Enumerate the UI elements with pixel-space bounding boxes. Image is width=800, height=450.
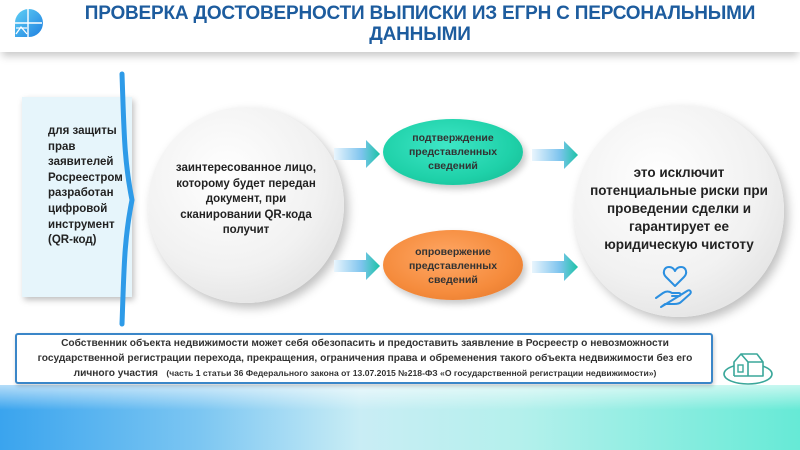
outcome-line: опровержение — [415, 246, 491, 258]
result-line: юридическую чистоту — [604, 237, 754, 252]
page-title: ПРОВЕРКА ДОСТОВЕРНОСТИ ВЫПИСКИ ИЗ ЕГРН С… — [60, 3, 780, 45]
arrow-right-icon — [532, 253, 578, 281]
rosreestr-logo-icon — [14, 9, 43, 37]
center-line: которому будет передан — [176, 177, 316, 190]
result-line: это исключит — [633, 165, 725, 180]
left-line: заявителей — [48, 156, 114, 169]
left-line: Росреестром — [48, 171, 123, 184]
left-line: инструмент — [48, 218, 115, 231]
legal-note-box — [15, 333, 713, 384]
note-line-2: государственной регистрации перехода, пр… — [37, 353, 693, 364]
outcome-line: представленных — [408, 146, 498, 158]
arrow-right-icon — [334, 140, 380, 168]
refutation-text: опровержение представленных сведений — [383, 245, 523, 287]
center-line: сканировании QR-кода — [180, 208, 312, 221]
left-info-box — [22, 97, 132, 297]
heart-in-hand-icon — [655, 266, 692, 308]
header: ПРОВЕРКА ДОСТОВЕРНОСТИ ВЫПИСКИ ИЗ ЕГРН С… — [0, 0, 800, 52]
result-line: гарантирует ее — [628, 219, 730, 234]
left-info-text: для защиты прав заявителей Росреестром р… — [48, 124, 128, 249]
result-line: потенциальные риски при — [590, 183, 768, 198]
left-line: (QR-код) — [48, 234, 97, 247]
arrow-right-icon — [334, 252, 380, 280]
center-line: документ, при — [205, 193, 287, 205]
legal-note-text: Собственник объекта недвижимости может с… — [20, 336, 710, 381]
left-line: для защиты — [48, 125, 117, 137]
outcome-line: сведений — [428, 274, 478, 286]
outcome-line: сведений — [428, 160, 478, 172]
note-line-1: Собственник объекта недвижимости может с… — [61, 338, 669, 349]
note-line-3-main: личного участия — [73, 368, 158, 379]
title-line-1: ПРОВЕРКА ДОСТОВЕРНОСТИ ВЫПИСКИ ИЗ ЕГРН С… — [84, 3, 756, 24]
center-line: заинтересованное лицо, — [175, 162, 317, 174]
title-line-2: ДАННЫМИ — [369, 24, 471, 45]
law-reference: (часть 1 статьи 36 Федерального закона о… — [166, 368, 657, 378]
result-circle-text: это исключит потенциальные риски при про… — [590, 164, 768, 254]
note-line-3: личного участия (часть 1 статьи 36 Федер… — [20, 366, 710, 381]
confirmation-ellipse — [383, 119, 523, 185]
left-line: прав — [48, 140, 76, 153]
confirmation-text: подтверждение представленных сведений — [383, 131, 523, 173]
left-line: разработан — [48, 187, 114, 200]
outcome-line: представленных — [408, 260, 498, 272]
refutation-ellipse — [383, 230, 523, 300]
outcome-line: подтверждение — [412, 132, 494, 144]
center-circle-text: заинтересованное лицо, которому будет пе… — [160, 161, 332, 239]
blue-bracket-bar — [119, 71, 135, 327]
arrow-right-icon — [532, 141, 578, 169]
left-line: цифровой — [48, 202, 108, 215]
result-line: проведении сделки и — [606, 201, 752, 216]
center-circle — [148, 107, 344, 303]
center-line: получит — [222, 224, 270, 236]
house-icon — [723, 353, 773, 385]
